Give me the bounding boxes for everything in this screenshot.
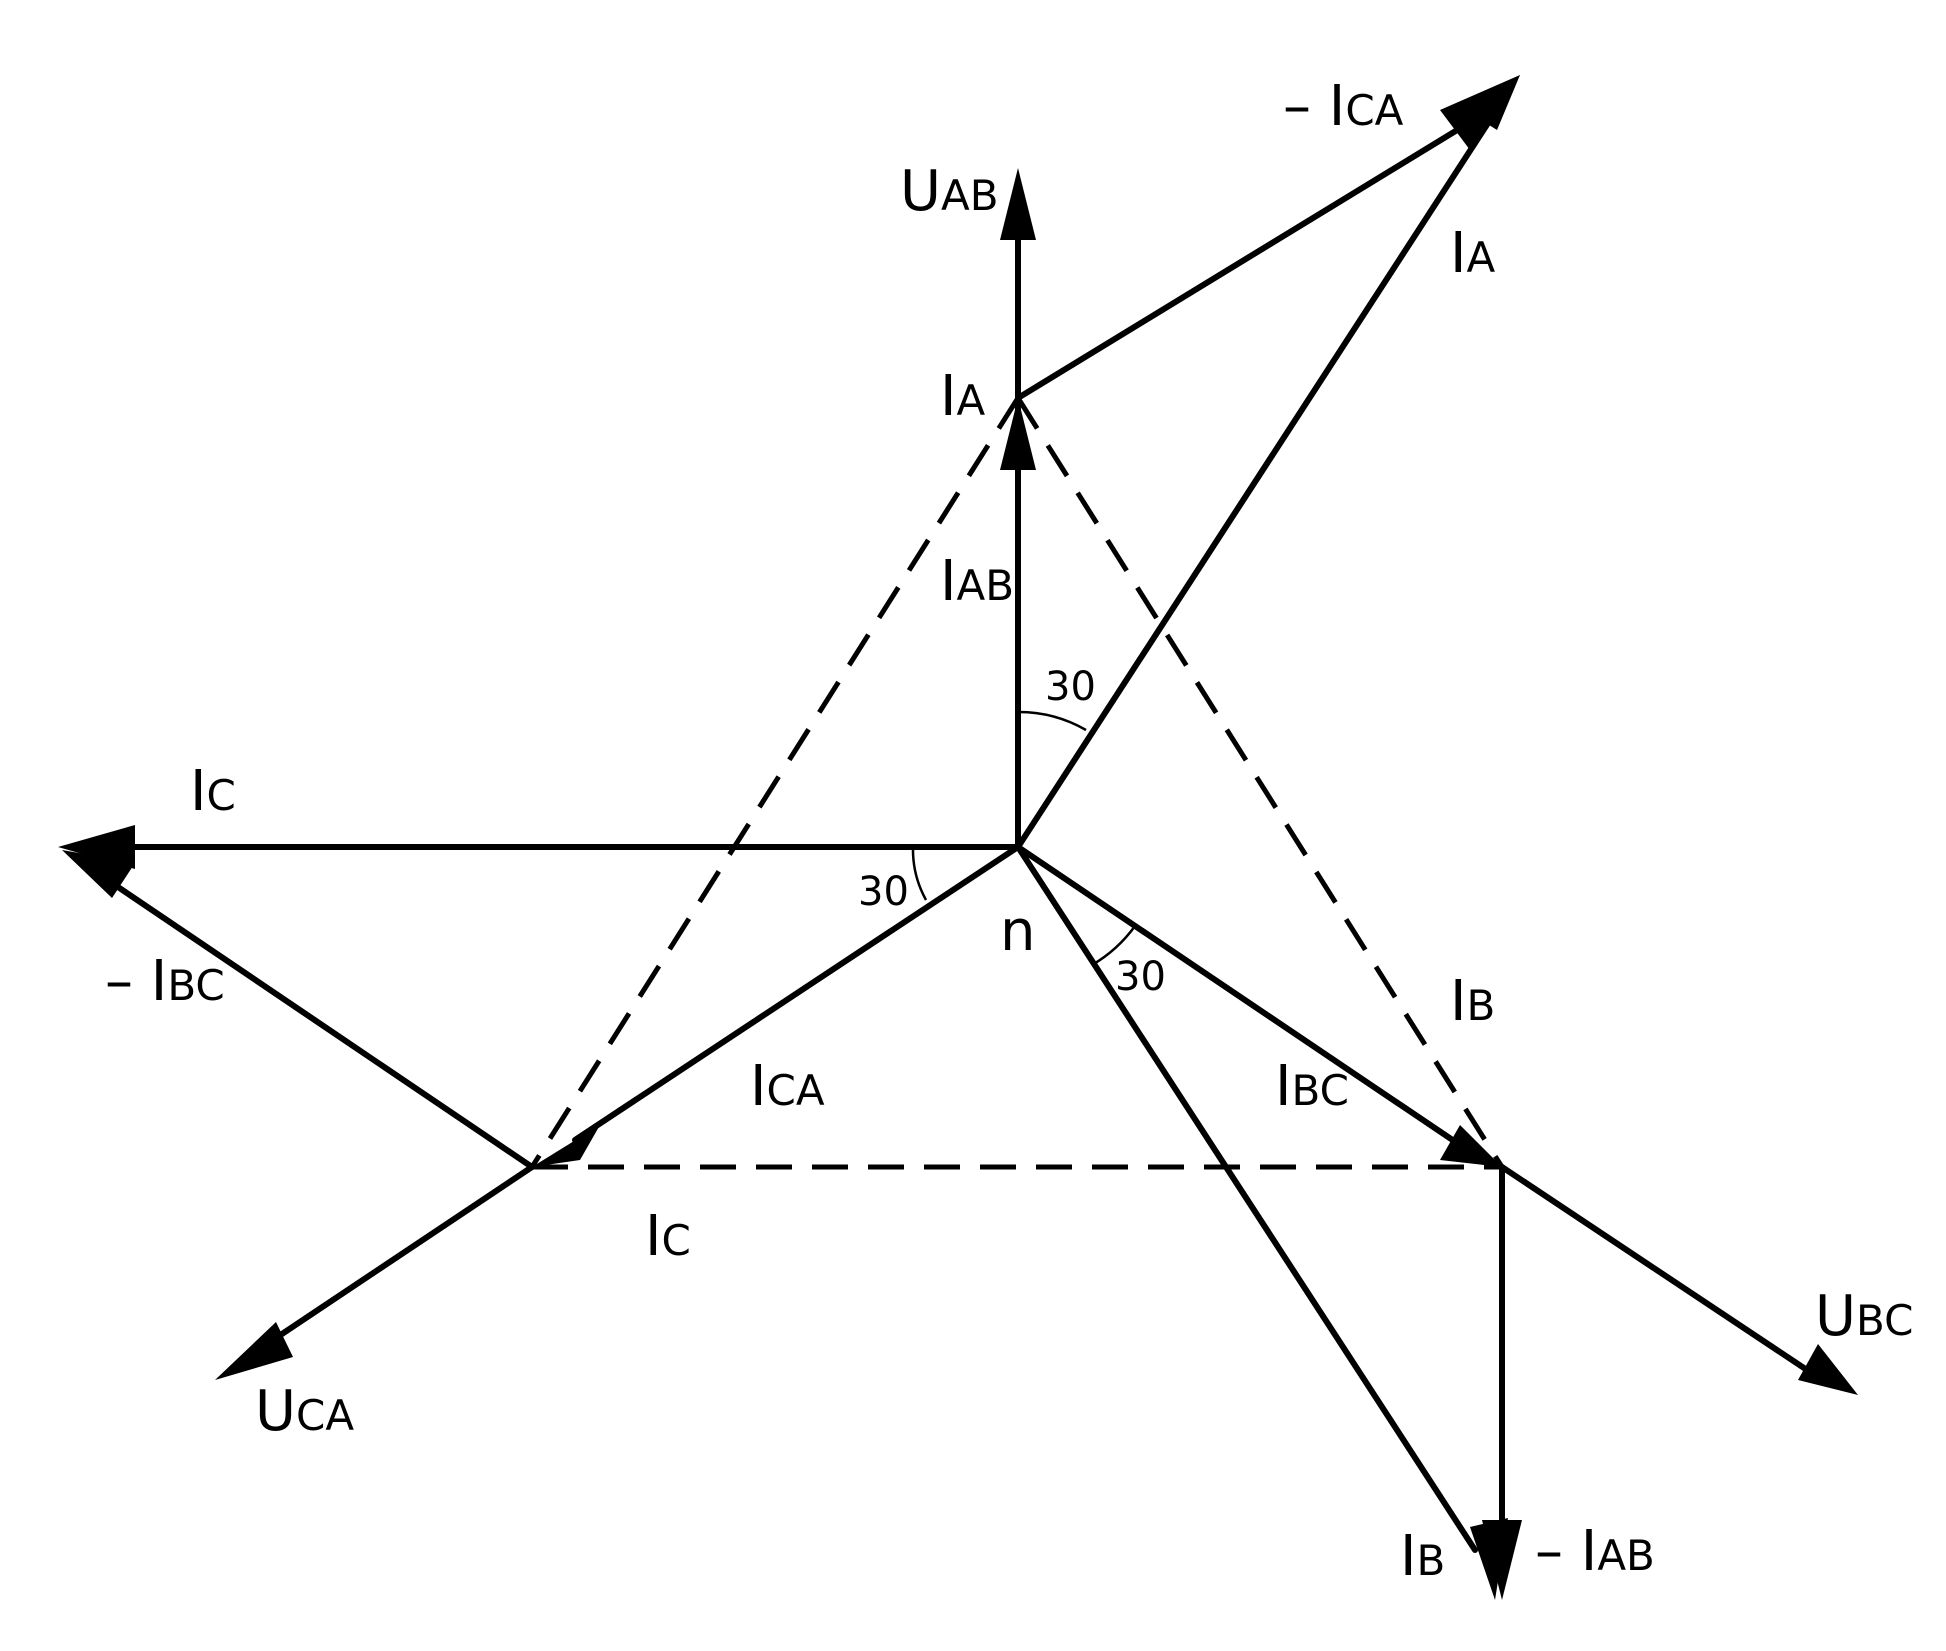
angle-arc-top (1017, 710, 1087, 732)
vector-minus-i-bc (112, 882, 535, 1170)
vector-u-ca (255, 1164, 535, 1353)
vector-i-a-total (1015, 117, 1493, 850)
arrowhead-u-ca (215, 1322, 293, 1380)
vector-minus-i-ca (1015, 107, 1493, 401)
vector-i-bc (1015, 844, 1463, 1148)
label-minus-i-bc: – IBC (105, 949, 225, 1014)
label-i-b-mid: IB (1450, 969, 1495, 1034)
label-i-c-bottom: IC (645, 1204, 691, 1269)
arrowhead-i-ab (1000, 398, 1036, 470)
label-minus-i-ab: – IAB (1535, 1519, 1655, 1584)
label-i-c-top: IC (190, 759, 236, 824)
label-u-ab: UAB (900, 159, 999, 224)
label-i-ab: IAB (940, 549, 1014, 614)
arrowhead-minus-i-ab (1482, 1520, 1522, 1600)
vector-i-b-total (1015, 844, 1478, 1553)
label-minus-i-ca: – ICA (1283, 74, 1404, 139)
angle-label-right: 30 (1115, 954, 1166, 1000)
label-i-a-top: IA (940, 364, 986, 429)
arrowhead-minus-i-bc (62, 850, 135, 898)
label-u-bc: UBC (1815, 1284, 1913, 1349)
angle-label-top: 30 (1045, 664, 1096, 710)
vector-i-ca (572, 844, 1021, 1143)
neutral-label: n (1000, 899, 1036, 964)
angle-label-left: 30 (858, 869, 909, 915)
arrowhead-u-ab (1000, 168, 1036, 240)
arrowhead-i-a-total (1467, 75, 1520, 130)
label-u-ca: UCA (255, 1379, 354, 1444)
label-i-bc: IBC (1275, 1054, 1349, 1119)
dashed-ia-to-ib (1015, 396, 1505, 1169)
label-i-b-bottom: IB (1400, 1524, 1445, 1589)
arrowhead-i-ca (532, 1125, 600, 1167)
angle-arc-left (911, 846, 928, 901)
arrowhead-i-bc (1440, 1125, 1502, 1167)
angle-arc-right (1091, 925, 1137, 967)
dashed-ia-to-ic (529, 396, 1021, 1169)
vector-u-bc (1499, 1164, 1813, 1375)
arrowhead-i-c (58, 825, 135, 869)
label-i-a-right: IA (1450, 221, 1496, 286)
label-i-ca: ICA (750, 1054, 825, 1119)
arrowhead-u-bc (1798, 1344, 1858, 1395)
